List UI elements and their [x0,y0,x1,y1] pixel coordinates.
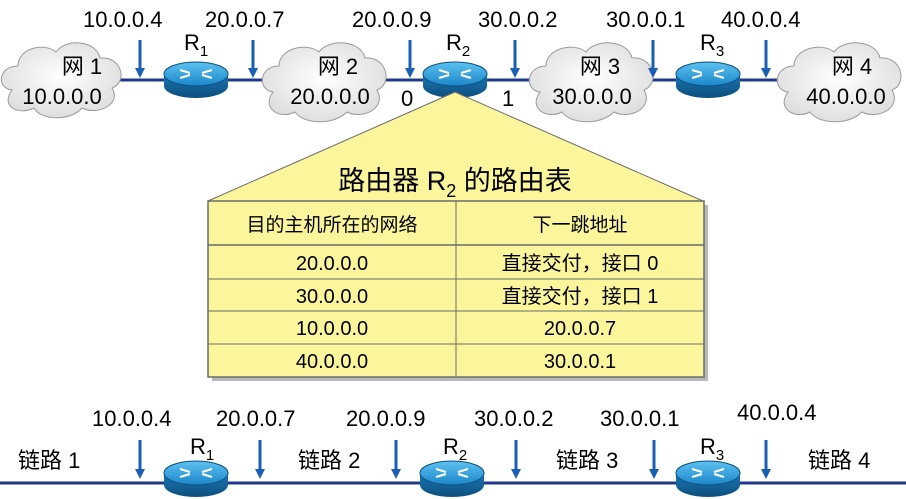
iface-addr: 10.0.0.4 [92,406,172,431]
iface-addr: 30.0.0.1 [606,7,686,32]
cloud-1-name: 网 1 [62,54,102,79]
cloud-network-1 [1,42,122,119]
port-0-label: 0 [401,86,413,111]
iface-addr: 40.0.0.4 [737,400,817,425]
router-r2-label: R2 [446,30,470,60]
cloud-2-addr: 20.0.0.0 [290,84,370,109]
cloud-4-name: 网 4 [832,54,872,79]
link-4-label: 链路 4 [808,448,870,473]
cloud-2-name: 网 2 [318,54,358,79]
port-1-label: 1 [502,86,514,111]
iface-addr: 20.0.0.9 [346,406,426,431]
router-r3-label: R3 [700,30,724,60]
table-cell: 直接交付，接口 1 [502,285,659,308]
iface-addr: 30.0.0.2 [474,406,554,431]
table-cell: 直接交付，接口 0 [502,252,659,275]
table-cell: 10.0.0.0 [296,318,368,340]
cloud-4-addr: 40.0.0.0 [806,84,886,109]
link-1-label: 链路 1 [18,448,80,473]
cloud-1-addr: 10.0.0.0 [22,84,102,109]
table-header-next-hop: 下一跳地址 [532,214,627,236]
iface-addr: 20.0.0.7 [205,7,285,32]
iface-addr: 20.0.0.9 [352,7,432,32]
cloud-network-2 [262,42,387,123]
router-r3-label: R3 [700,434,724,464]
table-cell: 20.0.0.0 [296,253,368,275]
router-r1-label: R1 [184,30,208,60]
routing-table-title: 路由器 R2 的路由表 [338,166,572,201]
table-cell: 30.0.0.1 [544,351,616,373]
iface-addr: 30.0.0.2 [478,7,558,32]
router-r3-icon [675,460,741,498]
router-r3-icon [675,61,741,99]
top-network: 网 1 10.0.0.0 网 2 20.0.0.0 网 3 30.0.0.0 网… [1,7,902,123]
iface-addr: 10.0.0.4 [83,7,163,32]
iface-addr: 30.0.0.1 [600,406,680,431]
router-r2-label: R2 [443,434,467,464]
cloud-3-addr: 30.0.0.0 [552,84,632,109]
router-r2-icon [419,460,485,498]
router-r1-label: R1 [190,434,214,464]
iface-addr: 40.0.0.4 [721,7,801,32]
cloud-network-4 [777,42,902,123]
link-2-label: 链路 2 [298,448,360,473]
router-r1-icon [163,61,229,99]
routing-table-callout: 路由器 R2 的路由表 目的主机所在的网络 下一跳地址 20.0.0.0 直接交… [207,91,708,381]
table-cell: 30.0.0.0 [296,286,368,308]
router-r1-icon [163,460,229,498]
link-3-label: 链路 3 [556,448,618,473]
table-cell: 40.0.0.0 [296,351,368,373]
table-header-destination: 目的主机所在的网络 [246,214,417,236]
cloud-3-name: 网 3 [580,54,620,79]
table-cell: 20.0.0.7 [544,318,616,340]
bottom-links: R1 R2 R3 10.0.0.4 20.0.0.7 20.0.0.9 30.0… [0,400,906,498]
iface-addr: 20.0.0.7 [216,406,296,431]
